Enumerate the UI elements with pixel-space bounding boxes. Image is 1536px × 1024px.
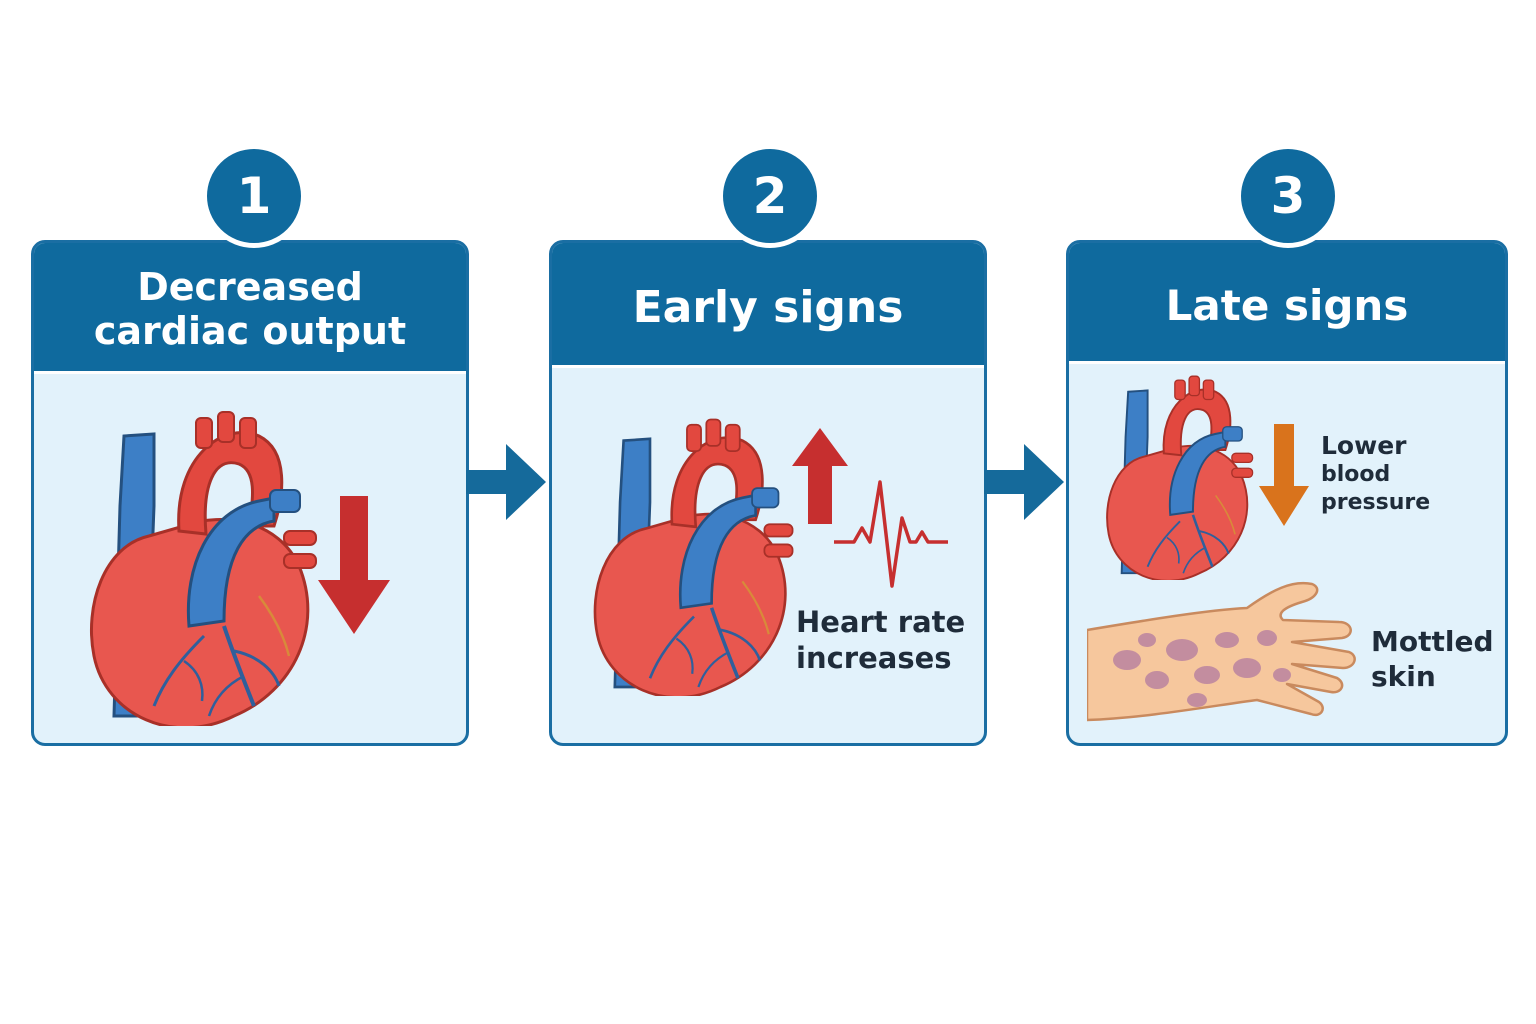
heart-rate-caption: Heart rate increases xyxy=(796,604,965,677)
down-arrow-icon xyxy=(1259,424,1309,526)
step-1-panel: Decreased cardiac output xyxy=(31,240,469,746)
step-1-header: Decreased cardiac output xyxy=(34,243,466,371)
heart-icon xyxy=(1105,374,1254,580)
step-1-body xyxy=(34,371,466,743)
mottled-skin-caption: Mottled skin xyxy=(1371,624,1494,694)
mottled-skin-caption-line2: skin xyxy=(1371,660,1436,693)
up-arrow-icon xyxy=(792,428,848,524)
step-2-header: Early signs xyxy=(552,243,984,365)
blood-pressure-caption: Lower blood pressure xyxy=(1321,430,1505,516)
flow-arrow-icon xyxy=(984,444,1064,520)
blood-pressure-caption-line2: blood pressure xyxy=(1321,462,1431,515)
step-1-badge: 1 xyxy=(202,144,306,248)
step-3-header: Late signs xyxy=(1069,243,1505,361)
step-2-title: Early signs xyxy=(632,281,904,333)
step-3-title: Late signs xyxy=(1165,280,1409,330)
ecg-icon xyxy=(834,480,948,588)
step-1-title-line1: Decreased xyxy=(137,265,363,310)
step-2-body: Heart rate increases xyxy=(552,365,984,743)
hand-mottled-icon xyxy=(1087,581,1356,722)
heart-rate-caption-line2: increases xyxy=(796,641,952,676)
step-3-badge: 3 xyxy=(1236,144,1340,248)
heart-rate-caption-line1: Heart rate xyxy=(796,605,966,639)
step-2-number: 2 xyxy=(752,167,788,225)
step-1-title-line2: cardiac output xyxy=(93,309,407,353)
down-arrow-icon xyxy=(318,496,390,634)
step-3-number: 3 xyxy=(1270,167,1306,225)
step-1-number: 1 xyxy=(236,167,272,225)
flow-arrow-icon xyxy=(466,444,546,520)
step-3-body: Lower blood pressure Mottled skin xyxy=(1069,361,1505,743)
blood-pressure-caption-line1: Lower xyxy=(1321,431,1407,460)
step-2-panel: Early signs Heart rate increases xyxy=(549,240,987,746)
heart-icon xyxy=(593,417,795,696)
step-2-badge: 2 xyxy=(718,144,822,248)
heart-icon xyxy=(89,410,319,726)
step-3-panel: Late signs Lower blood pressure xyxy=(1066,240,1508,746)
mottled-skin-caption-line1: Mottled xyxy=(1371,625,1494,658)
